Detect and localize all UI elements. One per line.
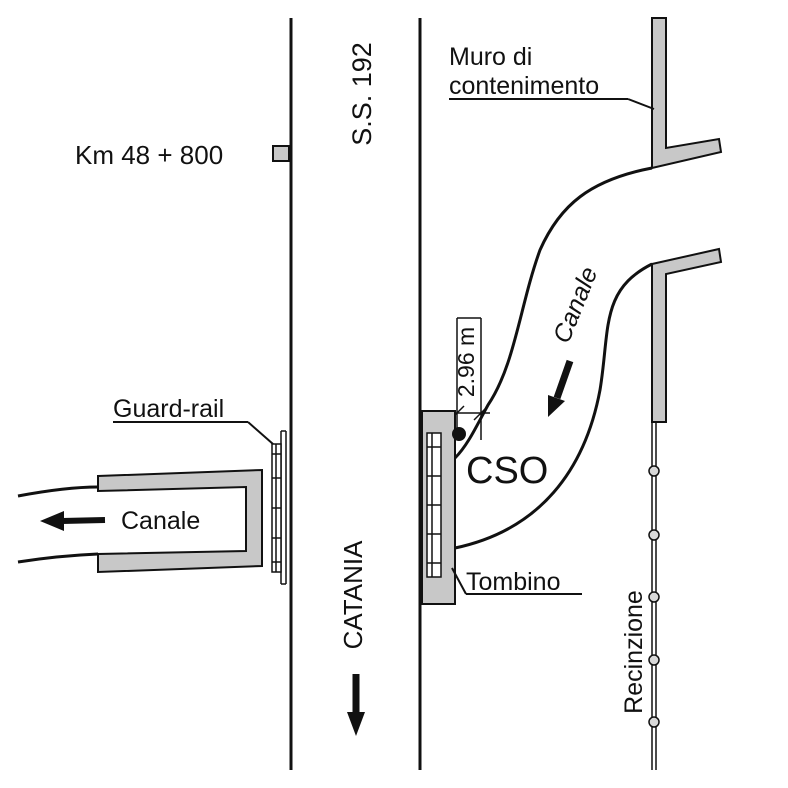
canal-left-bank-top [17, 485, 99, 498]
fence-post [648, 716, 660, 728]
canal-right-flow-arrow [548, 359, 574, 417]
fence-post [648, 529, 660, 541]
guard-rail [271, 430, 287, 585]
direction-label: CATANIA [338, 540, 368, 649]
wall-label-line1: Muro di [449, 43, 532, 71]
retaining-wall-lower [651, 247, 723, 423]
wall-leader-line [627, 98, 655, 110]
retaining-wall-upper [651, 17, 723, 170]
fence-post [648, 654, 660, 666]
fence-post [648, 591, 660, 603]
fence-label: Recinzione [620, 590, 648, 714]
canal-left-bank-bottom [17, 552, 99, 564]
wall-label-line2: contenimento [449, 72, 599, 100]
cso-point-marker [452, 427, 466, 441]
kilometer-marker [272, 145, 290, 162]
guard-rail-leader-line [247, 421, 274, 445]
kilometer-label: Km 48 + 800 [75, 140, 223, 170]
guard-rail-label: Guard-rail [113, 395, 224, 423]
tombino-leader-line [451, 567, 467, 595]
road-name-label: S.S. 192 [347, 42, 377, 146]
direction-arrow [347, 674, 365, 736]
canal-left-label: Canale [121, 507, 200, 535]
dimension-label: 2.96 m [453, 327, 479, 397]
canal-left-flow-arrow [40, 511, 106, 531]
canal-right-bank-outer [453, 166, 653, 460]
fence-post [648, 465, 660, 477]
canal-right-bank-inner [454, 262, 653, 550]
tombino-label: Tombino [466, 568, 561, 596]
cso-label: CSO [466, 450, 548, 492]
canal-right-label: Canale [548, 263, 604, 347]
